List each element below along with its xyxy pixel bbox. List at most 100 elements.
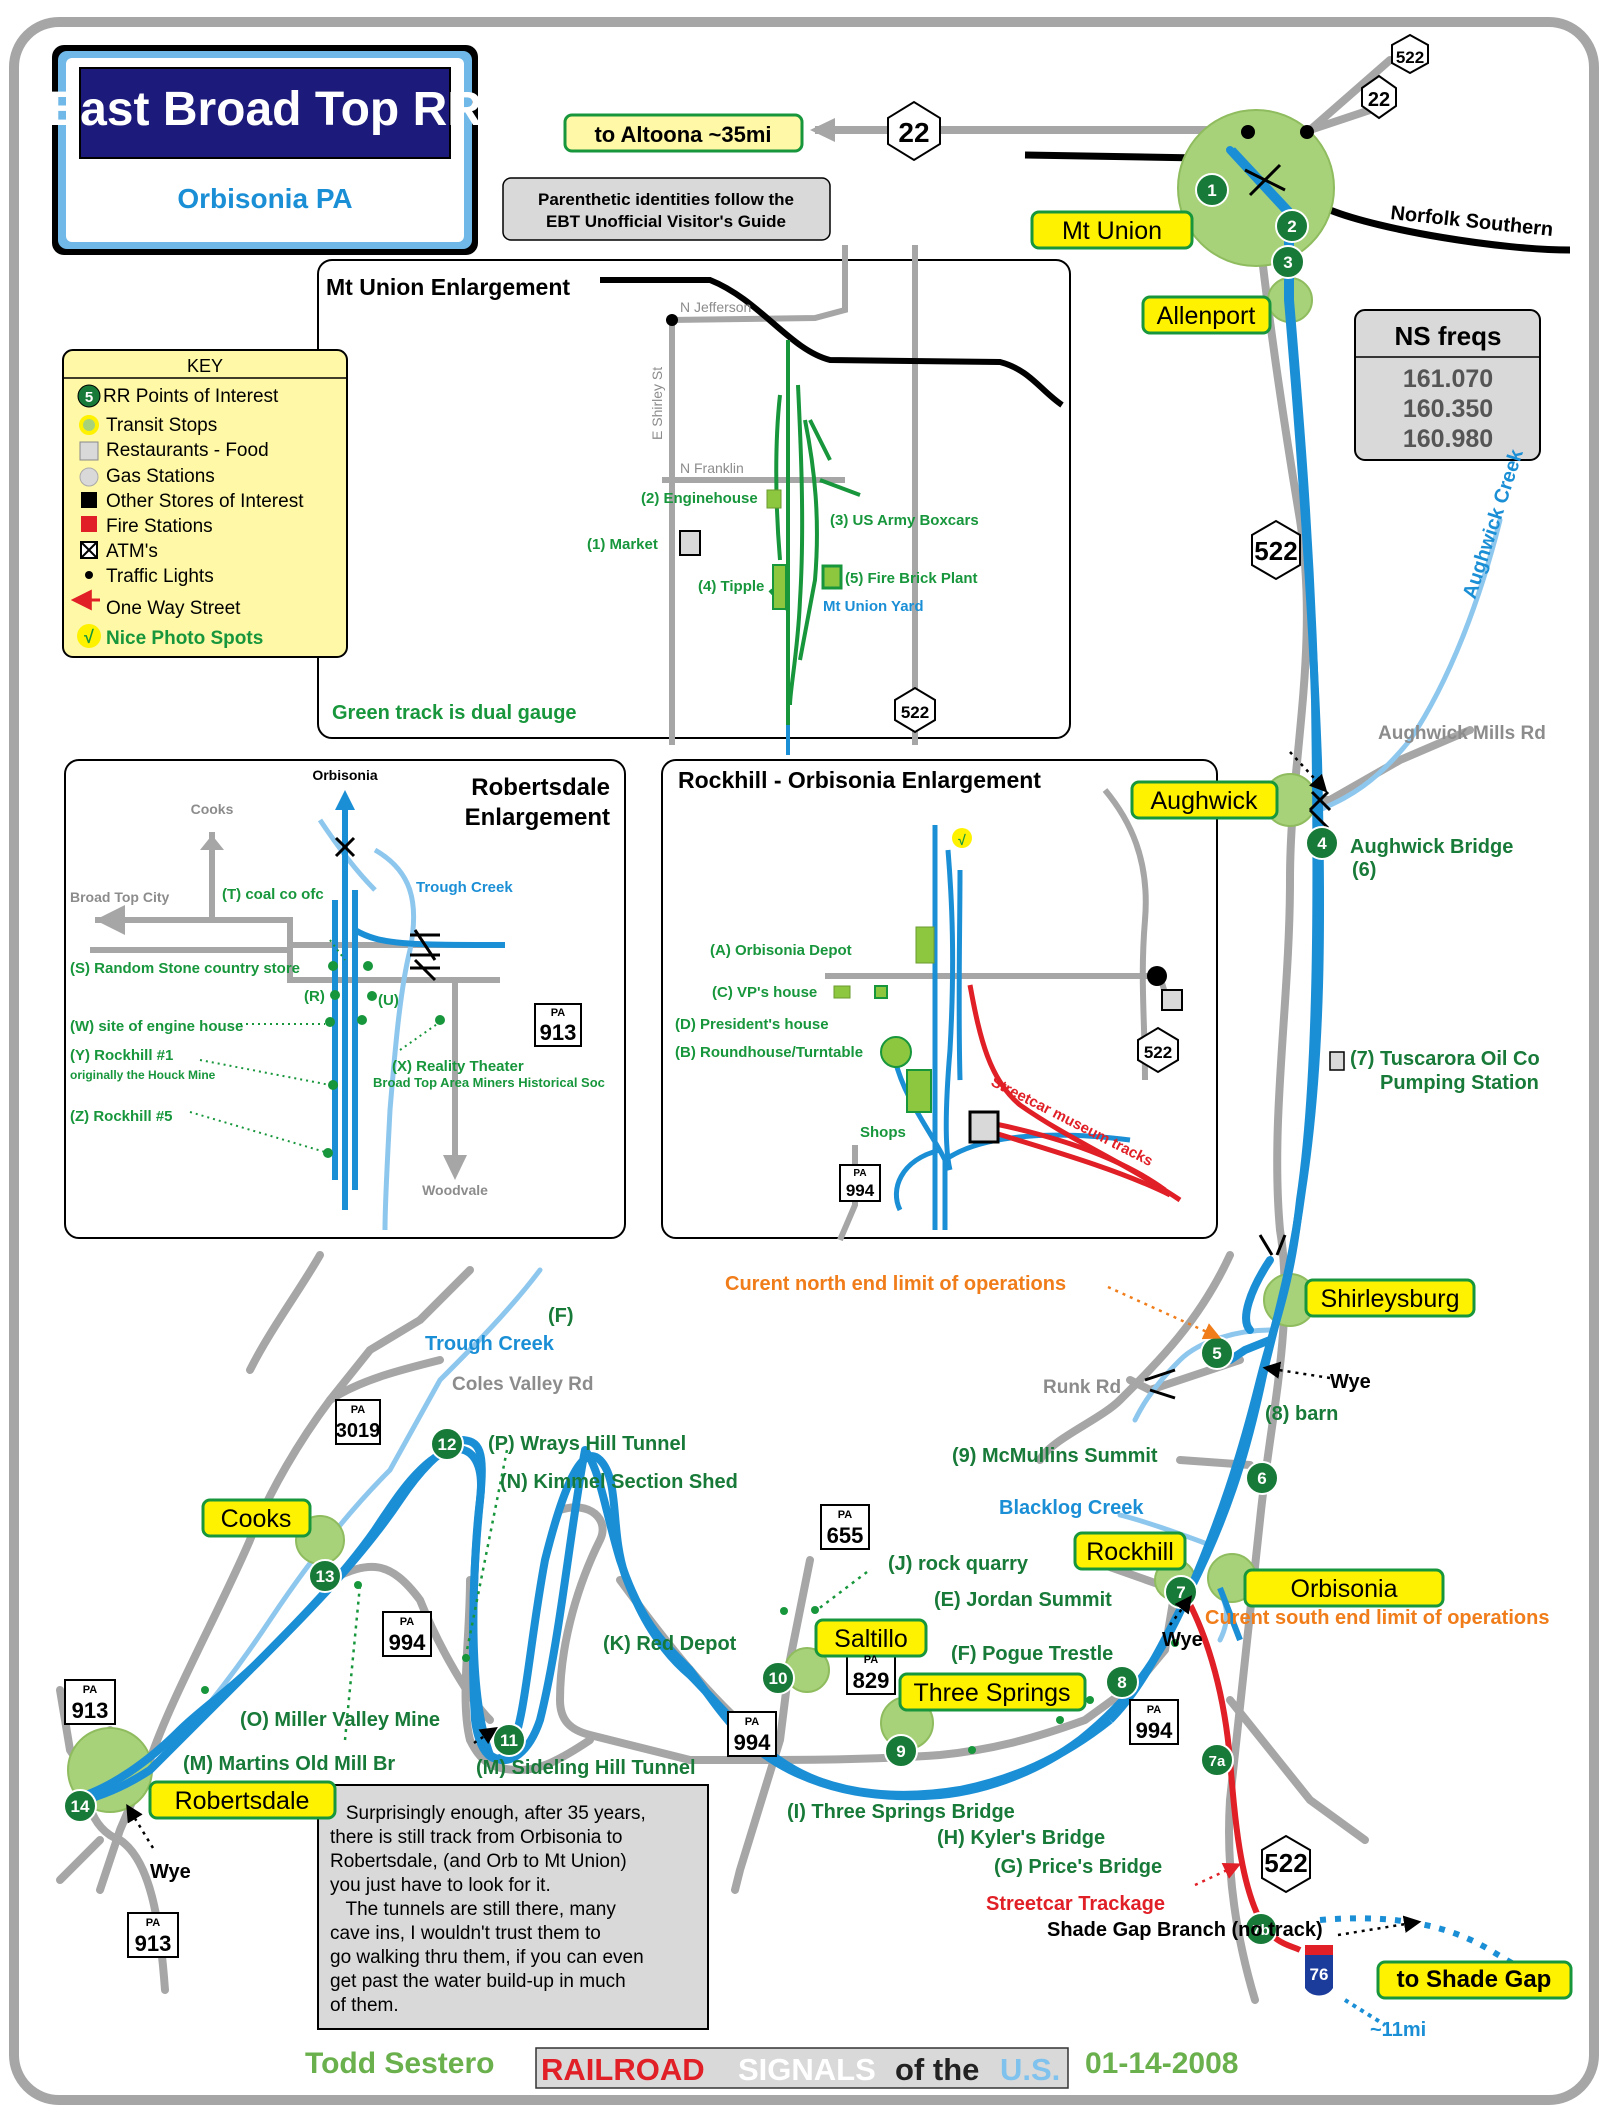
pa-box-994c-pa: PA <box>1147 1704 1162 1716</box>
reality-theater-label: (X) Reality Theater <box>392 1058 524 1075</box>
president-house-label: (D) President's house <box>675 1016 829 1033</box>
key-item-atm: ATM's <box>106 541 158 562</box>
wye-robertsdale: Wye <box>150 1861 191 1883</box>
stop-cooks: Cooks <box>221 1505 292 1533</box>
ns-freq-3: 160.980 <box>1403 425 1493 453</box>
note-line-7: go walking thru them, if you can even <box>330 1947 644 1968</box>
enl-trough-creek-label: Trough Creek <box>416 879 513 896</box>
boxcars-label: (3) US Army Boxcars <box>830 512 979 529</box>
pa-box-994c: 994 <box>1136 1718 1173 1743</box>
creek-shirleysburg <box>1132 1327 1273 1423</box>
rockhill-522-label: 522 <box>1144 1043 1172 1062</box>
roundhouse-label: (B) Roundhouse/Turntable <box>675 1044 863 1061</box>
note-line-6: cave ins, I wouldn't trust them to <box>330 1923 601 1944</box>
red-depot-label: (K) Red Depot <box>603 1633 737 1655</box>
depot-label: (A) Orbisonia Depot <box>710 942 852 959</box>
r-label: (R) <box>304 988 325 1005</box>
pa-box-994a-pa: PA <box>400 1616 415 1628</box>
to-shade-gap-label: to Shade Gap <box>1397 1966 1552 1993</box>
pa-box-655-pa: PA <box>838 1509 853 1521</box>
note-box-text: Surprisingly enough, after 35 years, the… <box>330 1803 646 2016</box>
poi-2: 2 <box>1287 217 1296 236</box>
shops-label: Shops <box>860 1124 906 1141</box>
key-item-oneway: One Way Street <box>106 598 241 619</box>
poi-13: 13 <box>316 1567 335 1586</box>
tuscarora-marker <box>1329 1051 1345 1071</box>
north-limit-label: Curent north end limit of operations <box>725 1273 1066 1295</box>
guide-note-line-1: Parenthetic identities follow the <box>538 190 794 209</box>
road-pa655 <box>731 1556 814 1894</box>
key-item-fire: Fire Stations <box>106 516 213 537</box>
pa-box-994d-pa: PA <box>853 1168 866 1179</box>
martins-mill-label: (M) Martins Old Mill Br <box>183 1753 395 1775</box>
stop-labels <box>148 113 1573 2000</box>
leaders <box>126 751 1422 1937</box>
trough-creek-label: Trough Creek <box>425 1333 555 1355</box>
pa-box-655: 655 <box>827 1523 864 1548</box>
key-item-food: Restaurants - Food <box>106 440 269 461</box>
stop-aughwick: Aughwick <box>1151 787 1258 815</box>
wye-shirleysburg: Wye <box>1330 1371 1371 1393</box>
sideling-hill-label: (M) Sideling Hill Tunnel <box>476 1757 696 1779</box>
note-line-3: Robertsdale, (and Orb to Mt Union) <box>330 1851 627 1872</box>
market-label: (1) Market <box>587 536 658 553</box>
pa-box-913b-pa: PA <box>146 1917 161 1929</box>
stop-rockhill: Rockhill <box>1086 1538 1174 1566</box>
track-wye-shirleysburg <box>1226 1336 1274 1364</box>
three-springs-bridge-label: (I) Three Springs Bridge <box>787 1801 1015 1823</box>
broad-top-city-label: Broad Top City <box>70 889 170 905</box>
tipple-label: (4) Tipple <box>698 578 764 595</box>
ns-freqs-title: NS freqs <box>1395 321 1502 351</box>
key-symbols <box>70 384 101 648</box>
us522-south-label: 522 <box>1264 1848 1307 1878</box>
traffic-lights <box>1241 125 1314 139</box>
footer-author: Todd Sestero <box>305 2047 494 2080</box>
robertsdale-enl-title-2: Enlargement <box>465 804 610 831</box>
key-heading: KEY <box>187 356 223 376</box>
poi-12: 12 <box>438 1435 457 1454</box>
mt-union-yard-label: Mt Union Yard <box>823 598 924 615</box>
mcmullins-label: (9) McMullins Summit <box>952 1445 1158 1467</box>
pa-box-913a: 913 <box>72 1698 109 1723</box>
poi-7: 7 <box>1176 1583 1185 1602</box>
pa-box-913a-pa: PA <box>83 1684 98 1696</box>
road-pa994-east <box>686 1556 1179 1764</box>
road-robertsdale-west <box>56 1836 104 1884</box>
enginehouse-label: (2) Enginehouse <box>641 490 758 507</box>
woodvale-label: Woodvale <box>422 1182 488 1198</box>
pa-box-994d: 994 <box>846 1181 875 1200</box>
note-box <box>317 1784 709 2030</box>
stop-allenport: Allenport <box>1157 302 1256 330</box>
stop-saltillo: Saltillo <box>834 1625 908 1653</box>
poi-8: 8 <box>1117 1673 1126 1692</box>
blacklog-creek-label: Blacklog Creek <box>999 1497 1144 1519</box>
map-subtitle: Orbisonia PA <box>177 183 352 214</box>
trough-creek-f-label: (F) <box>548 1305 574 1327</box>
enl-cooks-label: Cooks <box>191 801 234 817</box>
i76-label: 76 <box>1310 1965 1329 1984</box>
photo-spot-check: √ <box>958 832 966 848</box>
key-item-lights: Traffic Lights <box>106 566 214 587</box>
road-pa3019 <box>96 1266 474 1894</box>
rockhill5-label: (Z) Rockhill #5 <box>70 1108 173 1125</box>
stop-shirleysburg: Shirleysburg <box>1321 1285 1460 1313</box>
kimmel-label: (N) Kimmel Section Shed <box>500 1471 738 1493</box>
footer-railroad: RAILROAD <box>541 2052 705 2087</box>
rockhill1-label: (Y) Rockhill #1 <box>70 1047 173 1064</box>
fire-brick-label: (5) Fire Brick Plant <box>845 570 978 587</box>
road-shirleysburg <box>1036 1251 1234 1464</box>
ns-freqs-box <box>1354 309 1541 461</box>
robertsdale-enl-title-1: Robertsdale <box>471 774 610 801</box>
pa-box-913b: 913 <box>135 1931 172 1956</box>
note-line-9: of them. <box>330 1995 399 2016</box>
coal-co-label: (T) coal co ofc <box>222 886 324 903</box>
poi-4: 4 <box>1317 834 1327 853</box>
key-item-poi: RR Points of Interest <box>103 386 279 407</box>
pa-box-3019: 3019 <box>336 1420 381 1442</box>
tuscarora-label-2: Pumping Station <box>1380 1072 1539 1094</box>
ns-freq-2: 160.350 <box>1403 395 1493 423</box>
vp-house-label: (C) VP's house <box>712 984 817 1001</box>
key-item-gas: Gas Stations <box>106 466 215 487</box>
footer-us: U.S. <box>1000 2052 1060 2087</box>
